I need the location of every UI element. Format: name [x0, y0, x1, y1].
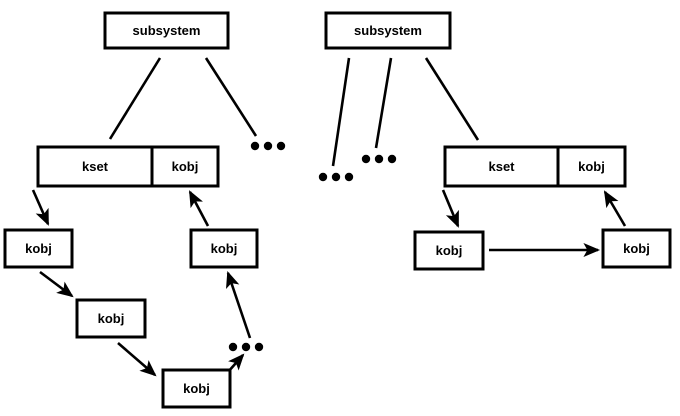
node-r-kobj-1[interactable]: kobj: [413, 230, 485, 271]
node-label-l-kobj-4: kobj: [211, 241, 238, 256]
node-label-r-kobj-2: kobj: [623, 241, 650, 256]
edge-line-r-subsystem-to-r-ksetkobj: [424, 57, 480, 141]
edge-arrow-r-kobj-2-to-r-ksetkobj: [603, 190, 627, 227]
node-label-r-subsystem: subsystem: [354, 23, 422, 38]
ellipsis-dot: [387, 154, 397, 164]
edge-arrow-l-kobj-1-to-l-kobj-2: [39, 270, 74, 298]
edge-arrow-r-ksetkobj-to-r-kobj-1: [441, 189, 460, 228]
ellipsis-l-ellipsis-1: [250, 141, 286, 151]
edge-arrow-l-ksetkobj-to-l-kobj-1: [31, 189, 50, 226]
node-box-r-kobj-2[interactable]: [601, 228, 672, 269]
node-box-l-kobj-2[interactable]: [75, 298, 147, 339]
node-l-kobj-3[interactable]: kobj: [161, 368, 232, 409]
node-box-l-kobj-1[interactable]: [3, 228, 74, 269]
edge-arrow-l-kobj-4-to-l-ksetkobj: [188, 190, 210, 227]
ellipsis-dot: [374, 154, 384, 164]
node-label-r-kobj-1: kobj: [436, 243, 463, 258]
node-label-kobj: kobj: [578, 159, 605, 174]
ellipsis-dot: [344, 172, 354, 182]
node-box-r-subsystem[interactable]: [324, 11, 452, 50]
ellipsis-r-ellipsis-2: [361, 154, 397, 164]
ellipsis-dot: [331, 172, 341, 182]
ellipsis-dot: [241, 342, 251, 352]
edge-line-l-subsystem-to-l-ellipsis-1: [204, 57, 258, 137]
node-box-l-ksetkobj[interactable]: [36, 145, 220, 188]
node-r-subsystem[interactable]: subsystem: [324, 11, 452, 50]
cluster-nodes-left-cluster: subsystem kset kobj kobj kobj kobj kobj: [3, 11, 259, 409]
node-l-kobj-4[interactable]: kobj: [189, 228, 259, 269]
edge-arrow-l-kobj-2-to-l-kobj-3: [117, 342, 157, 377]
edge-arrow-l-ellipsis-2-to-l-kobj-4: [226, 271, 252, 339]
node-label-kset: kset: [82, 159, 109, 174]
node-box-l-kobj-4[interactable]: [189, 228, 259, 269]
ellipsis-dot: [254, 342, 264, 352]
ellipsis-dot: [228, 342, 238, 352]
node-label-l-kobj-2: kobj: [98, 311, 125, 326]
node-l-subsystem[interactable]: subsystem: [103, 11, 230, 50]
edge-line-r-subsystem-to-r-ellipsis-1: [331, 57, 351, 167]
ellipsis-r-ellipsis-1: [318, 172, 354, 182]
node-box-l-subsystem[interactable]: [103, 11, 230, 50]
edge-line-l-subsystem-to-l-ksetkobj: [108, 57, 162, 140]
node-label-l-subsystem: subsystem: [133, 23, 201, 38]
node-r-kobj-2[interactable]: kobj: [601, 228, 672, 269]
node-label-kobj: kobj: [172, 159, 199, 174]
ellipses-layer: [228, 141, 397, 352]
cluster-nodes-right-cluster: subsystem kset kobj kobj kobj: [324, 11, 672, 271]
ellipsis-dot: [361, 154, 371, 164]
edge-line-r-subsystem-to-r-ellipsis-2: [374, 57, 393, 149]
node-r-ksetkobj[interactable]: kset kobj: [443, 145, 627, 188]
node-box-r-ksetkobj[interactable]: [443, 145, 627, 188]
node-box-l-kobj-3[interactable]: [161, 368, 232, 409]
node-l-kobj-2[interactable]: kobj: [75, 298, 147, 339]
node-label-l-kobj-1: kobj: [25, 241, 52, 256]
node-l-kobj-1[interactable]: kobj: [3, 228, 74, 269]
ellipsis-dot: [318, 172, 328, 182]
cluster-ellipses-left-cluster: [228, 141, 286, 352]
node-label-l-kobj-3: kobj: [183, 381, 210, 396]
ellipsis-dot: [250, 141, 260, 151]
cluster-ellipses-right-cluster: [318, 154, 397, 182]
node-label-kset: kset: [488, 159, 515, 174]
ellipsis-l-ellipsis-2: [228, 342, 264, 352]
ellipsis-dot: [263, 141, 273, 151]
node-l-ksetkobj[interactable]: kset kobj: [36, 145, 220, 188]
cluster-edges-right-cluster: [331, 57, 627, 258]
node-box-r-kobj-1[interactable]: [413, 230, 485, 271]
ellipsis-dot: [276, 141, 286, 151]
